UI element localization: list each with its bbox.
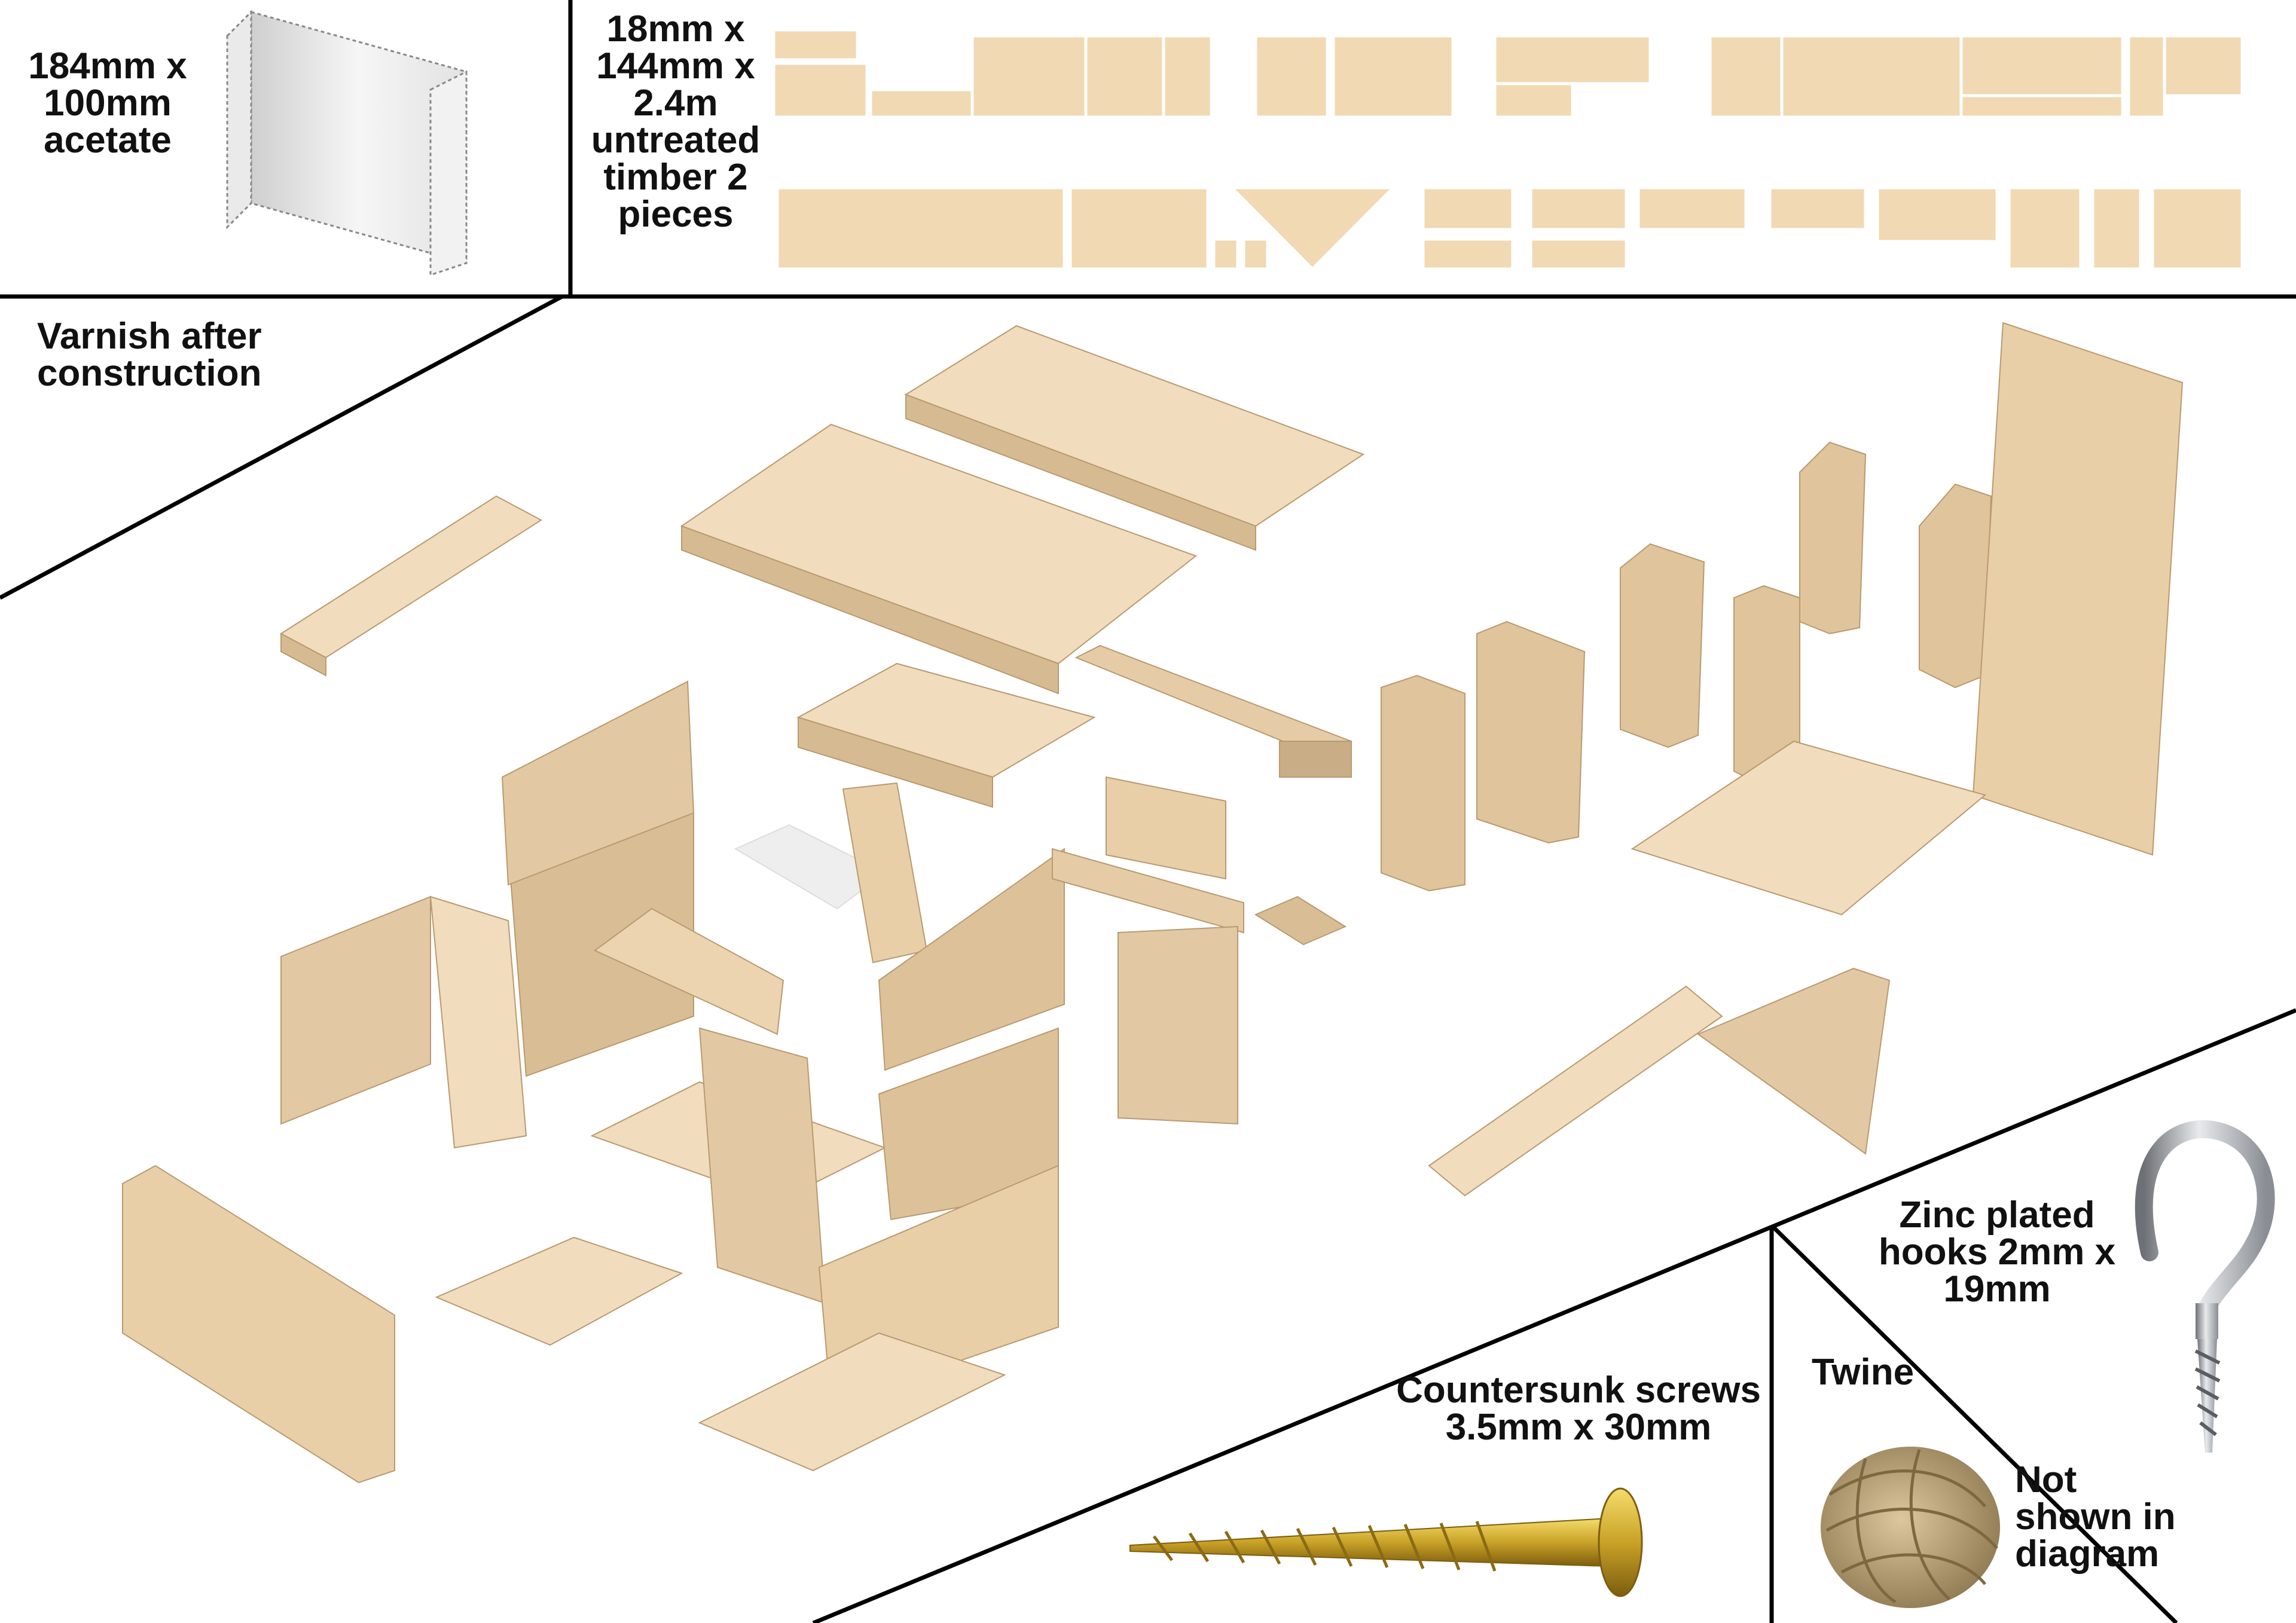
acetate-label: 184mm x 100mm acetate	[28, 45, 187, 161]
hardware-diagonal-line	[812, 1008, 2296, 1623]
inner-board	[594, 907, 784, 1035]
shelf-middle-edge	[798, 716, 993, 808]
bottom-wall-a	[698, 1027, 826, 1304]
ramp-board	[1428, 985, 1723, 1197]
left-upright	[501, 680, 695, 886]
base-right	[698, 1332, 1006, 1472]
center-back-wall	[878, 848, 1065, 1071]
small-block	[1106, 776, 1226, 880]
ramp-support	[1696, 967, 1891, 1155]
center-front-panel	[1118, 925, 1238, 1125]
slat-2	[1476, 621, 1586, 844]
slat-1	[1381, 674, 1465, 892]
varnish-label: Varnish after construction	[37, 316, 262, 394]
tiny-block	[1254, 895, 1347, 946]
hook-icon	[2135, 1120, 2275, 1453]
twine-label: Twine	[1812, 1352, 1915, 1393]
acetate-sheet-icon	[226, 10, 468, 277]
center-bar	[1052, 848, 1244, 934]
timber-label: 18mm x 144mm x 2.4m untreated timber 2 p…	[591, 8, 761, 235]
hooks-label: Zinc plated hooks 2mm x 19mm	[1878, 1194, 2116, 1310]
board-top-a-edge	[905, 393, 1256, 551]
tall-back-board	[1972, 322, 2184, 856]
screws-label: Countersunk screws 3.5mm x 30mm	[1396, 1370, 1761, 1448]
base-left	[435, 1236, 683, 1346]
twine-ball-icon	[1821, 1447, 2000, 1608]
board-left-small-edge	[280, 632, 326, 677]
board-top-b-edge	[681, 525, 1059, 695]
not-shown-label: Not shown in diagram	[2015, 1459, 2176, 1575]
slat-5	[1799, 441, 1867, 635]
screw-icon	[1129, 1487, 1643, 1597]
front-left-panel	[122, 1164, 395, 1484]
rail-long-end	[1279, 741, 1352, 778]
varnish-corner-line	[0, 294, 563, 600]
wood-parts	[122, 322, 2184, 1484]
timber-cut-pieces-icon	[772, 28, 2244, 271]
slat-6	[1919, 483, 1992, 689]
left-wall-a	[280, 895, 431, 1125]
right-floor	[1631, 740, 1987, 916]
not-shown-diagonal-line	[1770, 1224, 2178, 1623]
slat-3	[1620, 543, 1705, 748]
board-left-small	[280, 495, 542, 659]
left-wall-b	[429, 895, 527, 1149]
